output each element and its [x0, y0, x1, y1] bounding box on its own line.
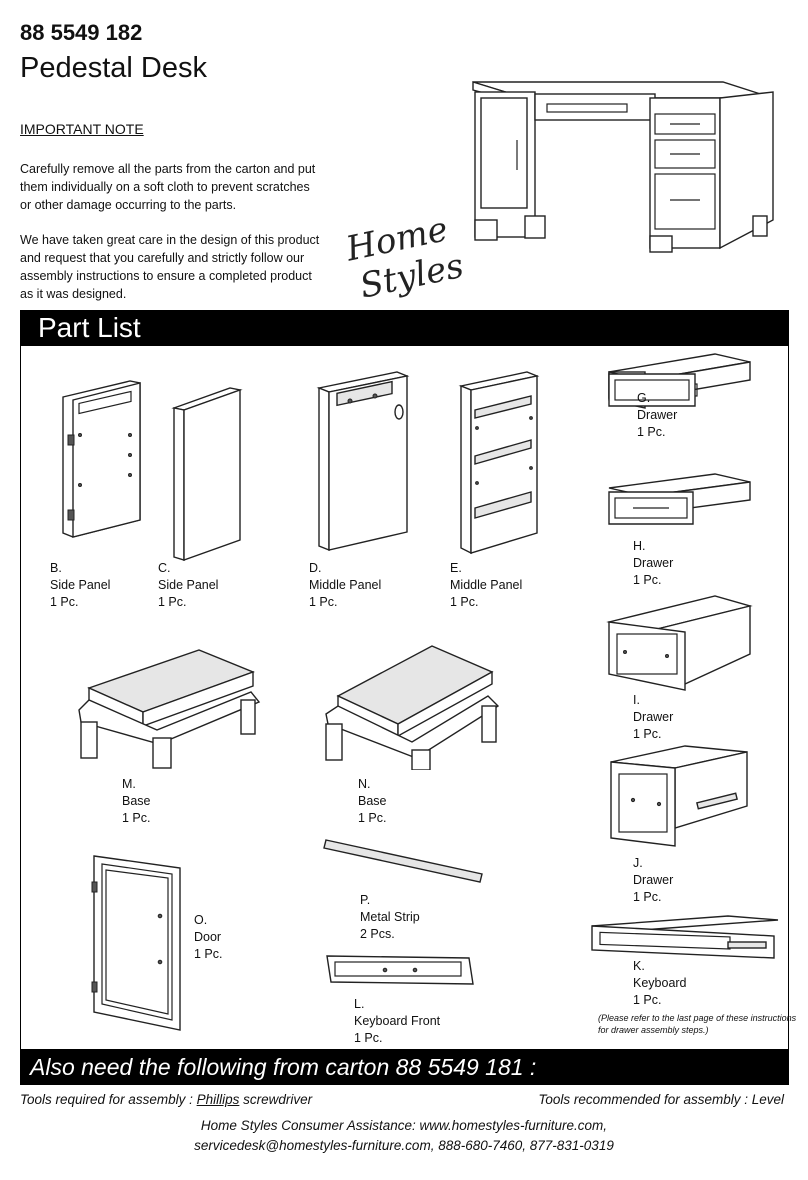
drawer-assembly-note: (Please refer to the last page of these …: [598, 1013, 797, 1035]
part-j-label: J. Drawer 1 Pc.: [633, 856, 674, 904]
part-h-label: H. Drawer 1 Pc.: [633, 539, 674, 587]
tools-required-suffix: screwdriver: [239, 1092, 313, 1107]
tools-required-tool: Phillips: [196, 1092, 240, 1107]
part-m-label: M. Base 1 Pc.: [122, 777, 151, 825]
note-paragraph-1: Carefully remove all the parts from the …: [20, 162, 316, 212]
part-e-label: E. Middle Panel 1 Pc.: [450, 561, 523, 609]
part-i-drawer: [606, 595, 753, 691]
part-b-side-panel: [62, 380, 141, 538]
tools-recommended: Tools recommended for assembly : Level: [538, 1092, 784, 1107]
part-n-base: [325, 645, 500, 770]
tools-required: Tools required for assembly : Phillips s…: [20, 1092, 312, 1107]
part-g-label: G. Drawer 1 Pc.: [637, 391, 678, 439]
note-paragraph-2: We have taken great care in the design o…: [20, 233, 320, 301]
part-o-door: [91, 855, 181, 1031]
part-e-middle-panel: [458, 371, 540, 555]
carton-heading: Also need the following from carton 88 5…: [20, 1050, 789, 1085]
part-list-box: [20, 345, 789, 1050]
part-g-drawer: [608, 353, 751, 409]
part-n-label: N. Base 1 Pc.: [358, 777, 387, 825]
part-p-metal-strip: [323, 839, 483, 883]
part-k-label: K. Keyboard 1 Pc.: [633, 959, 687, 1007]
part-m-base: [78, 649, 261, 769]
part-c-side-panel: [171, 387, 243, 561]
product-code: 88 5549 182: [20, 20, 143, 45]
part-b-label: B. Side Panel 1 Pc.: [50, 561, 111, 609]
part-k-keyboard: [591, 915, 779, 959]
note-heading: IMPORTANT NOTE: [20, 121, 144, 137]
assistance-line-2: servicedesk@homestyles-furniture.com, 88…: [194, 1138, 614, 1153]
part-d-label: D. Middle Panel 1 Pc.: [309, 561, 382, 609]
part-d-middle-panel: [316, 371, 410, 552]
part-p-label: P. Metal Strip 2 Pcs.: [360, 893, 420, 941]
tools-required-prefix: Tools required for assembly :: [20, 1092, 197, 1107]
part-l-label: L. Keyboard Front 1 Pc.: [354, 997, 441, 1045]
part-c-label: C. Side Panel 1 Pc.: [158, 561, 219, 609]
assistance-line-1: Home Styles Consumer Assistance: www.hom…: [200, 1118, 608, 1133]
part-list-heading: Part List: [20, 310, 789, 345]
part-i-label: I. Drawer 1 Pc.: [633, 693, 674, 741]
part-o-label: O. Door 1 Pc.: [194, 913, 223, 961]
desk-illustration: [472, 81, 774, 253]
brand-logo: Home Styles: [342, 209, 467, 300]
part-l-keyboard-front: [326, 955, 474, 985]
product-name: Pedestal Desk: [20, 52, 207, 84]
part-j-drawer: [610, 745, 748, 847]
part-h-drawer: [608, 473, 751, 525]
